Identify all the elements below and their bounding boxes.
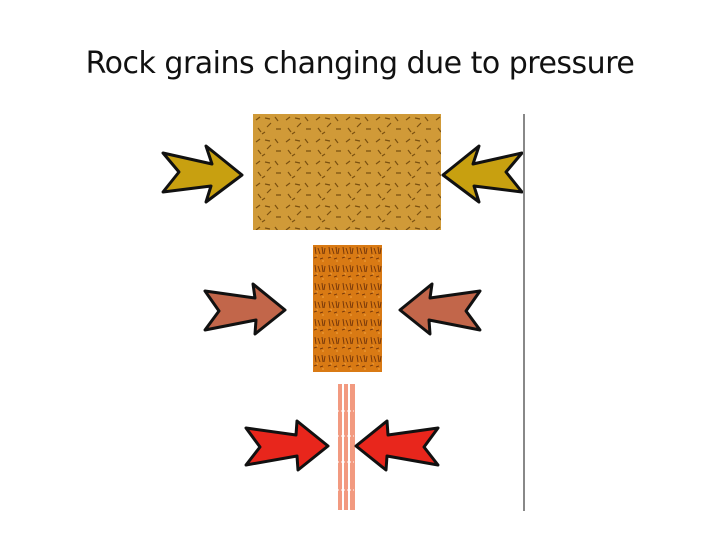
row-compressed-rock	[203, 245, 482, 372]
compressed-rock-block	[313, 245, 382, 372]
foliated-rock-block	[338, 384, 355, 510]
arrow-left-icon	[354, 419, 440, 472]
divider-line	[523, 114, 525, 511]
slide-title: Rock grains changing due to pressure	[85, 46, 635, 81]
arrow-right-icon	[161, 144, 244, 204]
row-foliated-rock	[244, 384, 440, 510]
arrow-left-icon	[398, 282, 482, 336]
original-rock-block	[253, 114, 441, 230]
row-original-rock	[161, 114, 524, 230]
arrow-right-icon	[203, 282, 287, 336]
arrow-left-icon	[441, 144, 524, 204]
arrow-right-icon	[244, 419, 330, 472]
